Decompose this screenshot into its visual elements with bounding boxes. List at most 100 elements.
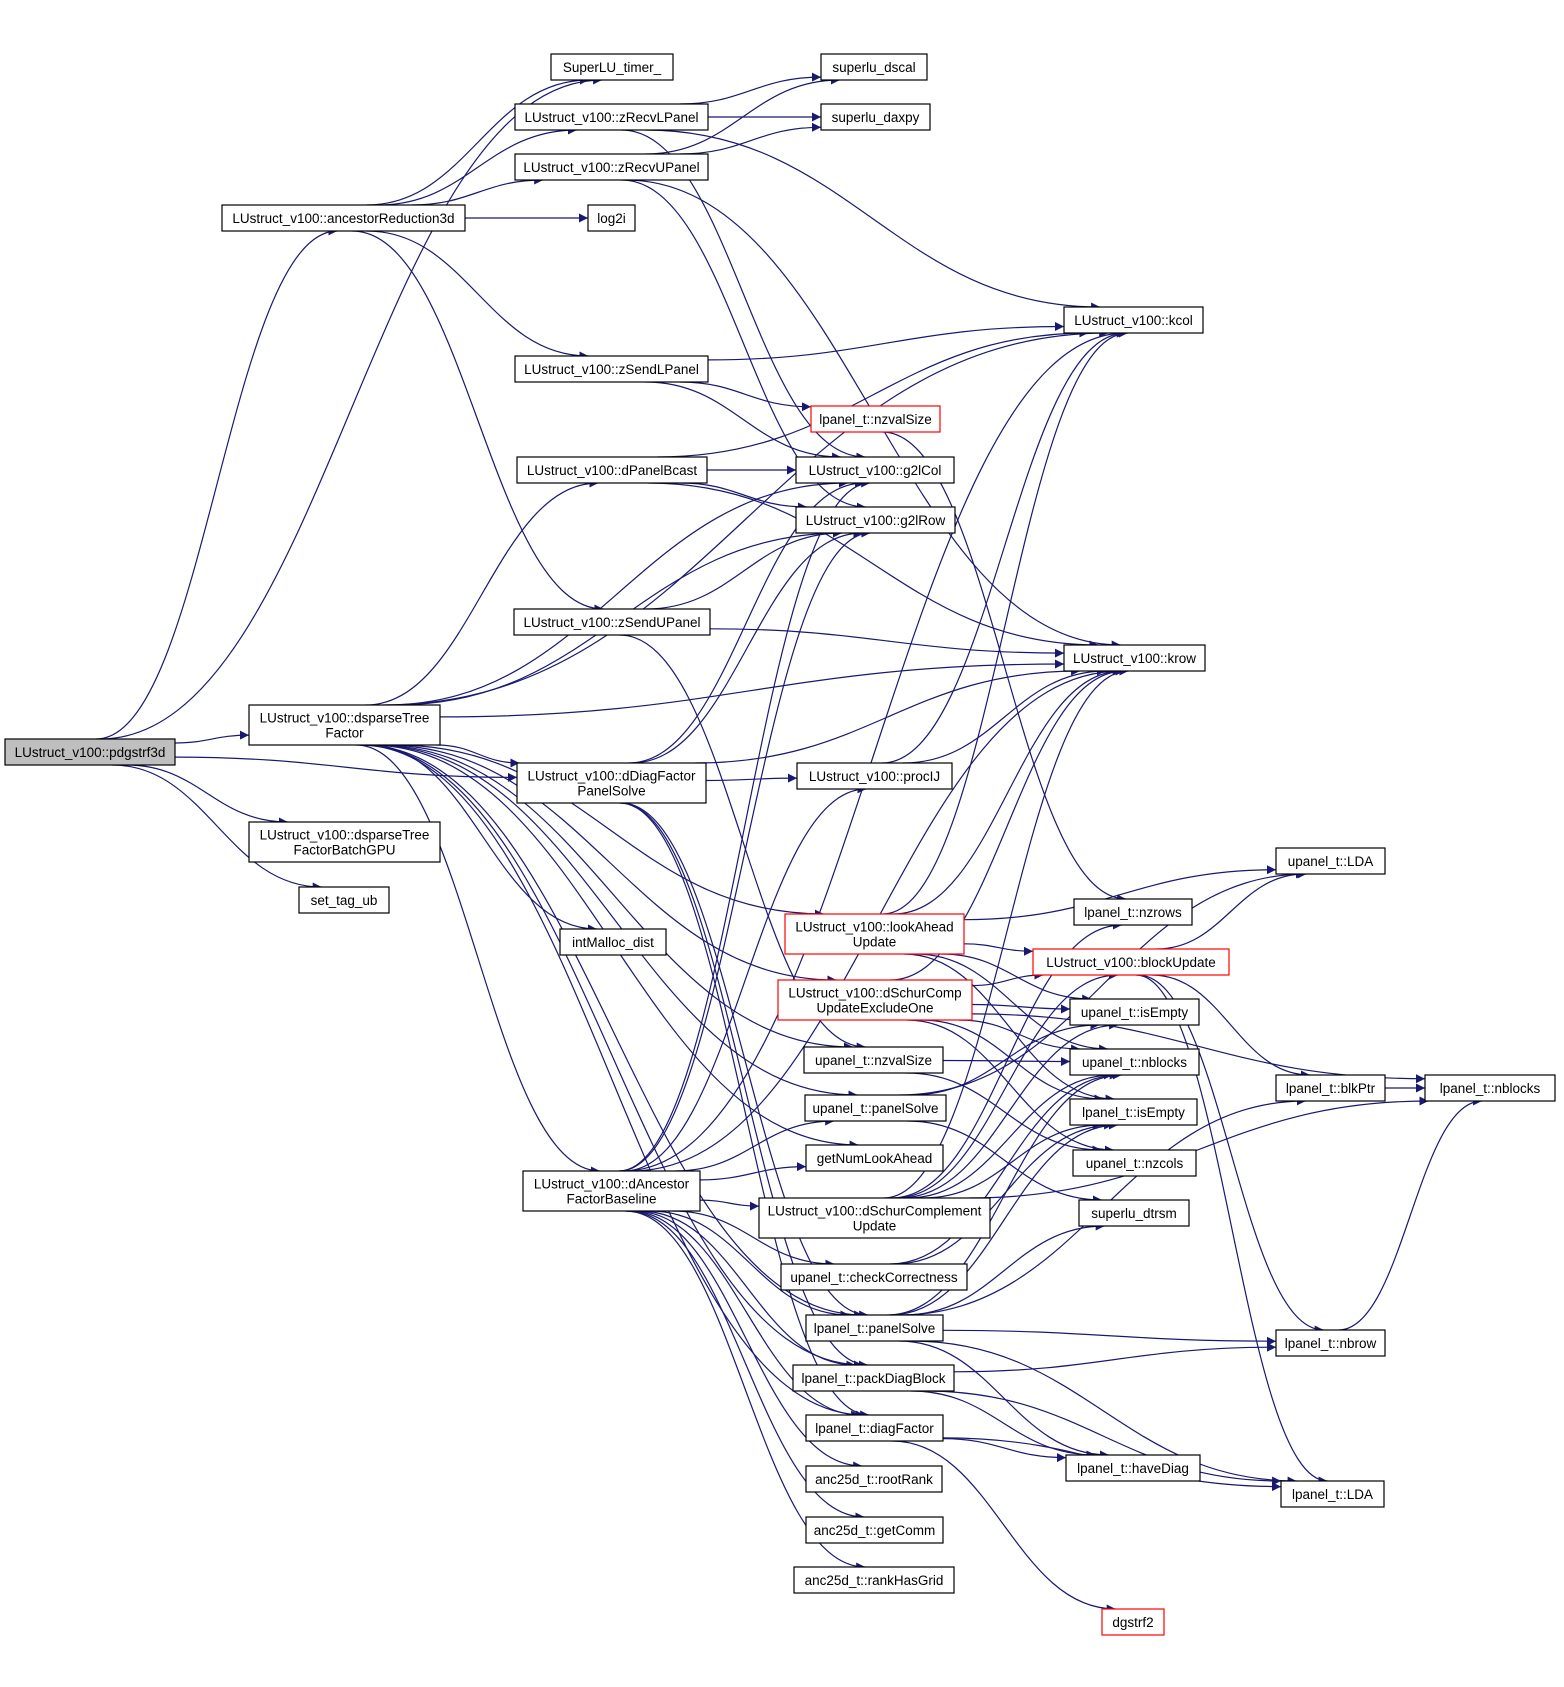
node-box bbox=[1069, 1098, 1198, 1126]
node-intMalloc_dist[interactable]: intMalloc_dist bbox=[559, 928, 667, 956]
node-log2i[interactable]: log2i bbox=[587, 204, 636, 232]
node-label: LUstruct_v100::procIJ bbox=[809, 769, 940, 784]
node-box bbox=[803, 1046, 944, 1074]
node-upanel_nblocks[interactable]: upanel_t::nblocks bbox=[1069, 1048, 1200, 1076]
node-upanel_nzvalSize[interactable]: upanel_t::nzvalSize bbox=[803, 1046, 944, 1074]
node-lpanel_isEmpty[interactable]: lpanel_t::isEmpty bbox=[1069, 1098, 1198, 1126]
node-label: upanel_t::nzvalSize bbox=[815, 1053, 932, 1068]
node-box bbox=[820, 53, 928, 81]
node-kcol[interactable]: LUstruct_v100::kcol bbox=[1063, 306, 1204, 334]
node-box bbox=[805, 1465, 943, 1493]
edge-lpanel_diagFactor-to-lpanel_haveDiag bbox=[942, 1438, 1067, 1463]
node-lpanel_nbrow[interactable]: lpanel_t::nbrow bbox=[1275, 1329, 1386, 1357]
edge-dAncestorFactorBaseline-to-getNumLookAhead bbox=[699, 1162, 807, 1181]
node-upanel_panelSolve[interactable]: upanel_t::panelSolve bbox=[804, 1094, 947, 1122]
edge-zRecvUPanel-to-superlu_daxpy bbox=[680, 122, 822, 155]
node-lpanel_packDiagBlock[interactable]: lpanel_t::packDiagBlock bbox=[792, 1364, 955, 1392]
node-upanel_nzcols[interactable]: upanel_t::nzcols bbox=[1072, 1149, 1197, 1177]
node-anc25d_rankHasGrid[interactable]: anc25d_t::rankHasGrid bbox=[793, 1566, 955, 1594]
edge-dAncestorFactorBaseline-to-kcol bbox=[623, 328, 1126, 1172]
node-superlu_dscal[interactable]: superlu_dscal bbox=[820, 53, 928, 81]
node-box bbox=[805, 1414, 944, 1442]
node-upanel_checkCorrectness[interactable]: upanel_t::checkCorrectness bbox=[780, 1263, 968, 1291]
node-lpanel_blkPtr[interactable]: lpanel_t::blkPtr bbox=[1275, 1074, 1386, 1102]
node-procIJ[interactable]: LUstruct_v100::procIJ bbox=[796, 762, 953, 790]
edge-dsparseTreeFactor-to-dPanelBcast bbox=[365, 478, 599, 706]
edge-zRecvLPanel-to-g2lCol bbox=[621, 129, 866, 462]
node-dSchurCompUpdateExcludeOne[interactable]: LUstruct_v100::dSchurCompUpdateExcludeOn… bbox=[777, 979, 973, 1021]
node-lpanel_haveDiag[interactable]: lpanel_t::haveDiag bbox=[1065, 1454, 1201, 1482]
node-box bbox=[1424, 1074, 1556, 1102]
node-box bbox=[792, 1364, 955, 1392]
node-label: upanel_t::nblocks bbox=[1082, 1055, 1187, 1070]
node-label: lpanel_t::packDiagBlock bbox=[801, 1371, 945, 1386]
node-label: PanelSolve bbox=[577, 784, 645, 799]
edge-dPanelBcast-to-krow bbox=[648, 482, 1099, 650]
node-zSendLPanel[interactable]: LUstruct_v100::zSendLPanel bbox=[514, 355, 709, 383]
node-label: LUstruct_v100::zSendUPanel bbox=[523, 615, 700, 630]
node-zSendUPanel[interactable]: LUstruct_v100::zSendUPanel bbox=[513, 608, 711, 636]
nodes-layer: LUstruct_v100::pdgstrf3d SuperLU_timer_LU… bbox=[4, 53, 1556, 1636]
node-box bbox=[514, 355, 709, 383]
node-g2lRow[interactable]: LUstruct_v100::g2lRow bbox=[795, 506, 956, 534]
edge-lpanel_diagFactor-to-dgstrf2 bbox=[891, 1440, 1116, 1614]
edge-dsparseTreeFactor-to-lpanel_diagFactor bbox=[359, 744, 865, 1420]
node-set_tag_ub[interactable]: set_tag_ub bbox=[298, 886, 390, 914]
node-label: LUstruct_v100::dDiagFactor bbox=[527, 769, 696, 784]
node-ancestorReduction3d[interactable]: LUstruct_v100::ancestorReduction3d bbox=[221, 204, 466, 232]
node-lpanel_nzrows[interactable]: lpanel_t::nzrows bbox=[1073, 898, 1193, 926]
node-lpanel_nzvalSize[interactable]: lpanel_t::nzvalSize bbox=[810, 405, 941, 433]
node-pdgstrf3d[interactable]: LUstruct_v100::pdgstrf3d bbox=[4, 738, 176, 766]
node-label: lpanel_t::isEmpty bbox=[1082, 1105, 1185, 1120]
node-superlu_timer[interactable]: SuperLU_timer_ bbox=[550, 53, 674, 81]
node-anc25d_rootRank[interactable]: anc25d_t::rootRank bbox=[805, 1465, 943, 1493]
edge-dSchurComplementUpdate-to-upanel_isEmpty bbox=[899, 1020, 1119, 1199]
edge-pdgstrf3d-to-set_tag_ub bbox=[112, 764, 322, 892]
node-upanel_isEmpty[interactable]: upanel_t::isEmpty bbox=[1069, 998, 1200, 1026]
node-box bbox=[1280, 1480, 1385, 1508]
node-zRecvUPanel[interactable]: LUstruct_v100::zRecvUPanel bbox=[514, 153, 709, 181]
node-label: superlu_daxpy bbox=[832, 110, 920, 125]
node-g2lCol[interactable]: LUstruct_v100::g2lCol bbox=[795, 456, 955, 484]
edge-dSchurCompUpdateExcludeOne-to-lpanel_isEmpty bbox=[921, 1019, 1104, 1104]
node-box bbox=[559, 928, 667, 956]
node-box bbox=[1275, 847, 1386, 875]
node-upanel_LDA[interactable]: upanel_t::LDA bbox=[1275, 847, 1386, 875]
edge-dSchurCompUpdateExcludeOne-to-krow bbox=[890, 666, 1125, 981]
node-blockUpdate[interactable]: LUstruct_v100::blockUpdate bbox=[1032, 948, 1230, 976]
edge-zSendLPanel-to-kcol bbox=[707, 322, 1065, 361]
edge-zSendLPanel-to-lpanel_nzvalSize bbox=[680, 381, 812, 412]
edge-upanel_panelSolve-to-superlu_dtrsm bbox=[907, 1120, 1103, 1205]
node-label: upanel_t::checkCorrectness bbox=[790, 1270, 958, 1285]
node-box bbox=[758, 1197, 991, 1239]
node-box bbox=[1065, 1454, 1201, 1482]
edge-lpanel_panelSolve-to-lpanel_isEmpty bbox=[890, 1120, 1118, 1316]
edge-lpanel_nbrow-to-lpanel_nblocks bbox=[1338, 1096, 1482, 1331]
edge-zSendUPanel-to-upanel_nzvalSize bbox=[619, 634, 866, 1052]
node-lpanel_panelSolve[interactable]: lpanel_t::panelSolve bbox=[805, 1314, 944, 1342]
node-lpanel_LDA[interactable]: lpanel_t::LDA bbox=[1280, 1480, 1385, 1508]
node-zRecvLPanel[interactable]: LUstruct_v100::zRecvLPanel bbox=[514, 103, 709, 131]
edge-pdgstrf3d-to-dsparseTreeFactor bbox=[174, 730, 250, 744]
node-dPanelBcast[interactable]: LUstruct_v100::dPanelBcast bbox=[516, 456, 708, 484]
edge-dSchurComplementUpdate-to-lpanel_nblocks bbox=[969, 1096, 1429, 1199]
node-dgstrf2[interactable]: dgstrf2 bbox=[1101, 1608, 1165, 1636]
node-anc25d_getComm[interactable]: anc25d_t::getComm bbox=[805, 1516, 944, 1544]
node-box bbox=[514, 103, 709, 131]
node-superlu_daxpy[interactable]: superlu_daxpy bbox=[820, 103, 931, 131]
edge-pdgstrf3d-to-superlu_timer bbox=[99, 75, 603, 740]
node-superlu_dtrsm[interactable]: superlu_dtrsm bbox=[1078, 1199, 1190, 1227]
node-krow[interactable]: LUstruct_v100::krow bbox=[1063, 644, 1206, 672]
node-lpanel_diagFactor[interactable]: lpanel_t::diagFactor bbox=[805, 1414, 944, 1442]
node-label: anc25d_t::rankHasGrid bbox=[805, 1573, 944, 1588]
node-lpanel_nblocks[interactable]: lpanel_t::nblocks bbox=[1424, 1074, 1556, 1102]
edge-dAncestorFactorBaseline-to-lpanel_diagFactor bbox=[633, 1210, 861, 1420]
node-getNumLookAhead[interactable]: getNumLookAhead bbox=[805, 1144, 944, 1172]
node-box bbox=[1073, 898, 1193, 926]
